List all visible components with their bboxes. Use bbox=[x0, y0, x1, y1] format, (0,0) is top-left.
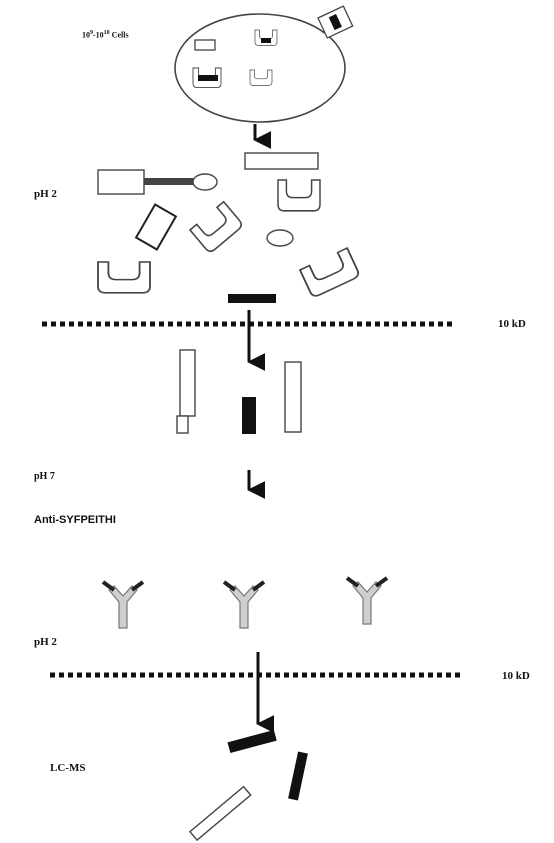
mhc-pocket-fragment-4 bbox=[300, 248, 360, 298]
mhc-pocket-fragment-3 bbox=[98, 262, 150, 293]
antibody-3 bbox=[347, 578, 387, 624]
peptide-released bbox=[228, 294, 276, 303]
antibody-1 bbox=[103, 582, 143, 628]
cells-label-suffix: Cells bbox=[110, 31, 129, 40]
filtrate-rod-2 bbox=[285, 362, 301, 432]
long-protein-fragment bbox=[245, 153, 318, 169]
analysis-label: LC-MS bbox=[50, 762, 85, 774]
antibody-2 bbox=[224, 582, 264, 628]
cell-population bbox=[175, 14, 345, 122]
mhc-pocket-fragment-1 bbox=[278, 180, 320, 211]
free-peptide-in-cell bbox=[195, 40, 215, 50]
cells-label-mid: -10 bbox=[93, 31, 104, 40]
key-molecule-body bbox=[98, 170, 144, 194]
cells-label: 109-1010 Cells bbox=[82, 30, 129, 40]
tilted-fragment bbox=[136, 205, 176, 250]
key-molecule-stem bbox=[144, 178, 196, 185]
filtrate-rod-1-tail bbox=[177, 416, 188, 433]
acid-lysate-components bbox=[98, 153, 360, 303]
small-oval-fragment bbox=[267, 230, 293, 246]
filter2-cutoff-label: 10 kD bbox=[502, 670, 530, 682]
eluted-fragment bbox=[190, 787, 251, 840]
step2-ph-label: pH 7 bbox=[34, 471, 55, 482]
step1-ph-label: pH 2 bbox=[34, 188, 57, 200]
filtrate-components bbox=[177, 350, 301, 434]
eluted-peptide-2 bbox=[288, 751, 308, 800]
filtrate-rod-1 bbox=[180, 350, 195, 416]
antibody-label: Anti-SYFPEITHI bbox=[34, 514, 116, 526]
mhc-pocket-fragment-2 bbox=[190, 202, 244, 254]
step3-ph-label: pH 2 bbox=[34, 636, 57, 648]
eluted-peptide-1 bbox=[228, 730, 277, 753]
key-molecule-head bbox=[193, 174, 217, 190]
filtrate-peptide bbox=[242, 397, 256, 434]
eluted-peptides bbox=[190, 730, 308, 840]
antibody-row bbox=[103, 578, 387, 628]
cells-label-base: 10 bbox=[82, 31, 90, 40]
filter1-cutoff-label: 10 kD bbox=[498, 318, 526, 330]
